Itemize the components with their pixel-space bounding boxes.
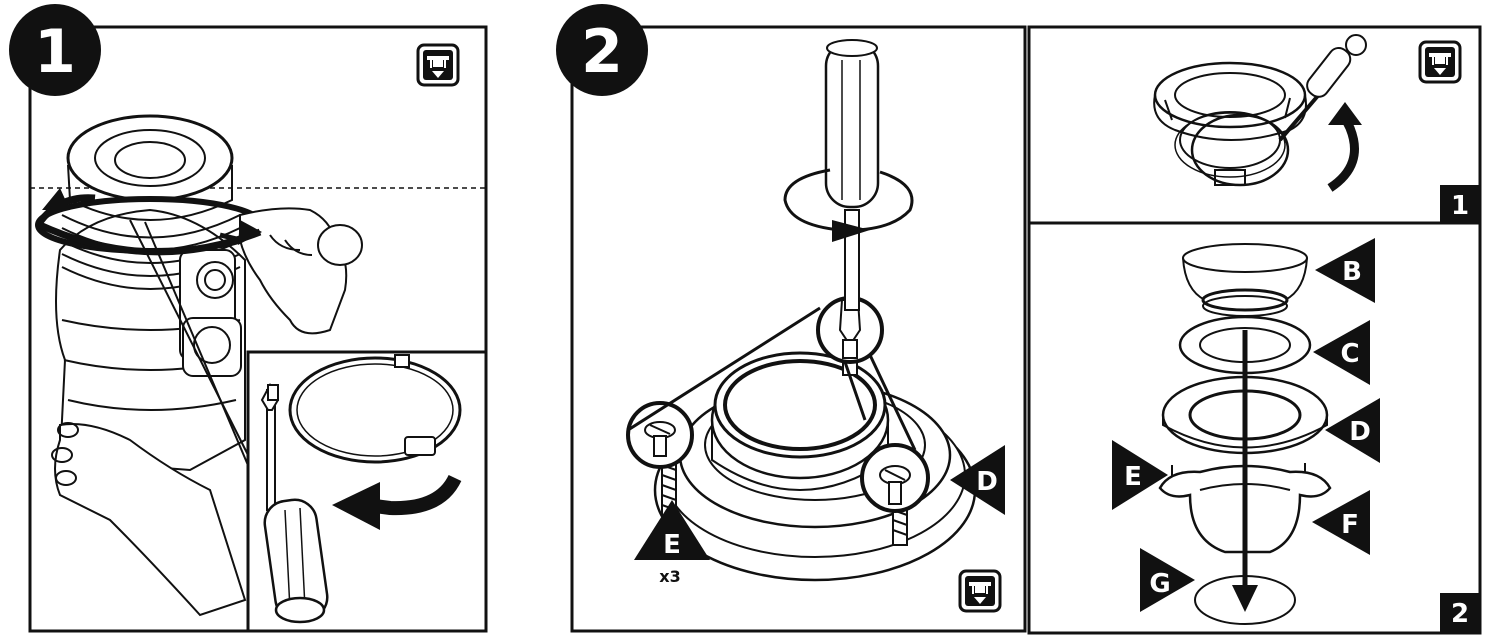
panel-sub-2: B C D E F G 2 <box>1027 221 1482 635</box>
callout-d-label: D <box>976 467 998 497</box>
panel-step-2: D E x3 2 <box>556 4 1027 633</box>
callout-e: E x3 <box>634 500 710 586</box>
step-badge-1: 1 <box>9 4 101 96</box>
step-number-2: 2 <box>581 17 623 87</box>
sub-step-badge-2: 2 <box>1440 593 1480 633</box>
callout-e-quantity: x3 <box>659 567 680 586</box>
sink-mount-icon <box>958 569 1002 613</box>
disposer-illustration <box>35 114 363 617</box>
callout-c: C <box>1313 320 1370 385</box>
inset-ring-removal <box>246 350 488 633</box>
callout-e-label: E <box>1124 462 1142 492</box>
rotation-arrow <box>37 188 262 256</box>
callout-b: B <box>1315 238 1375 303</box>
callout-g: G <box>1140 548 1195 612</box>
callout-d: D <box>950 445 1005 515</box>
step-number-1: 1 <box>34 17 76 87</box>
screwdriver-small <box>1278 34 1367 142</box>
callout-e: E <box>1112 440 1168 510</box>
detail-circle-left <box>626 401 694 469</box>
callout-b-label: B <box>1342 257 1362 287</box>
sub-step-badge-1: 1 <box>1440 185 1480 223</box>
mounting-assembly-illustration <box>653 329 977 582</box>
callout-d-label: D <box>1349 417 1371 447</box>
screwdriver <box>824 39 880 311</box>
callout-g-label: G <box>1149 569 1170 599</box>
panel-sub-1: 1 <box>1027 25 1482 225</box>
rotation-arrow-step-2 <box>783 168 914 242</box>
callout-f-label: F <box>1341 510 1359 540</box>
sub-step-number-1: 1 <box>1451 191 1469 221</box>
sink-mount-icon <box>1418 40 1462 84</box>
detail-circle-top <box>816 296 884 364</box>
panel-step-1: 1 <box>9 4 488 633</box>
callout-e-label: E <box>663 530 681 560</box>
step-badge-2: 2 <box>556 4 648 96</box>
detail-circle-right <box>860 443 930 513</box>
callout-f: F <box>1312 490 1370 555</box>
callout-c-label: C <box>1340 339 1359 369</box>
sub-step-number-2: 2 <box>1451 599 1469 629</box>
sink-mount-icon <box>416 43 460 87</box>
callout-d: D <box>1325 398 1380 463</box>
